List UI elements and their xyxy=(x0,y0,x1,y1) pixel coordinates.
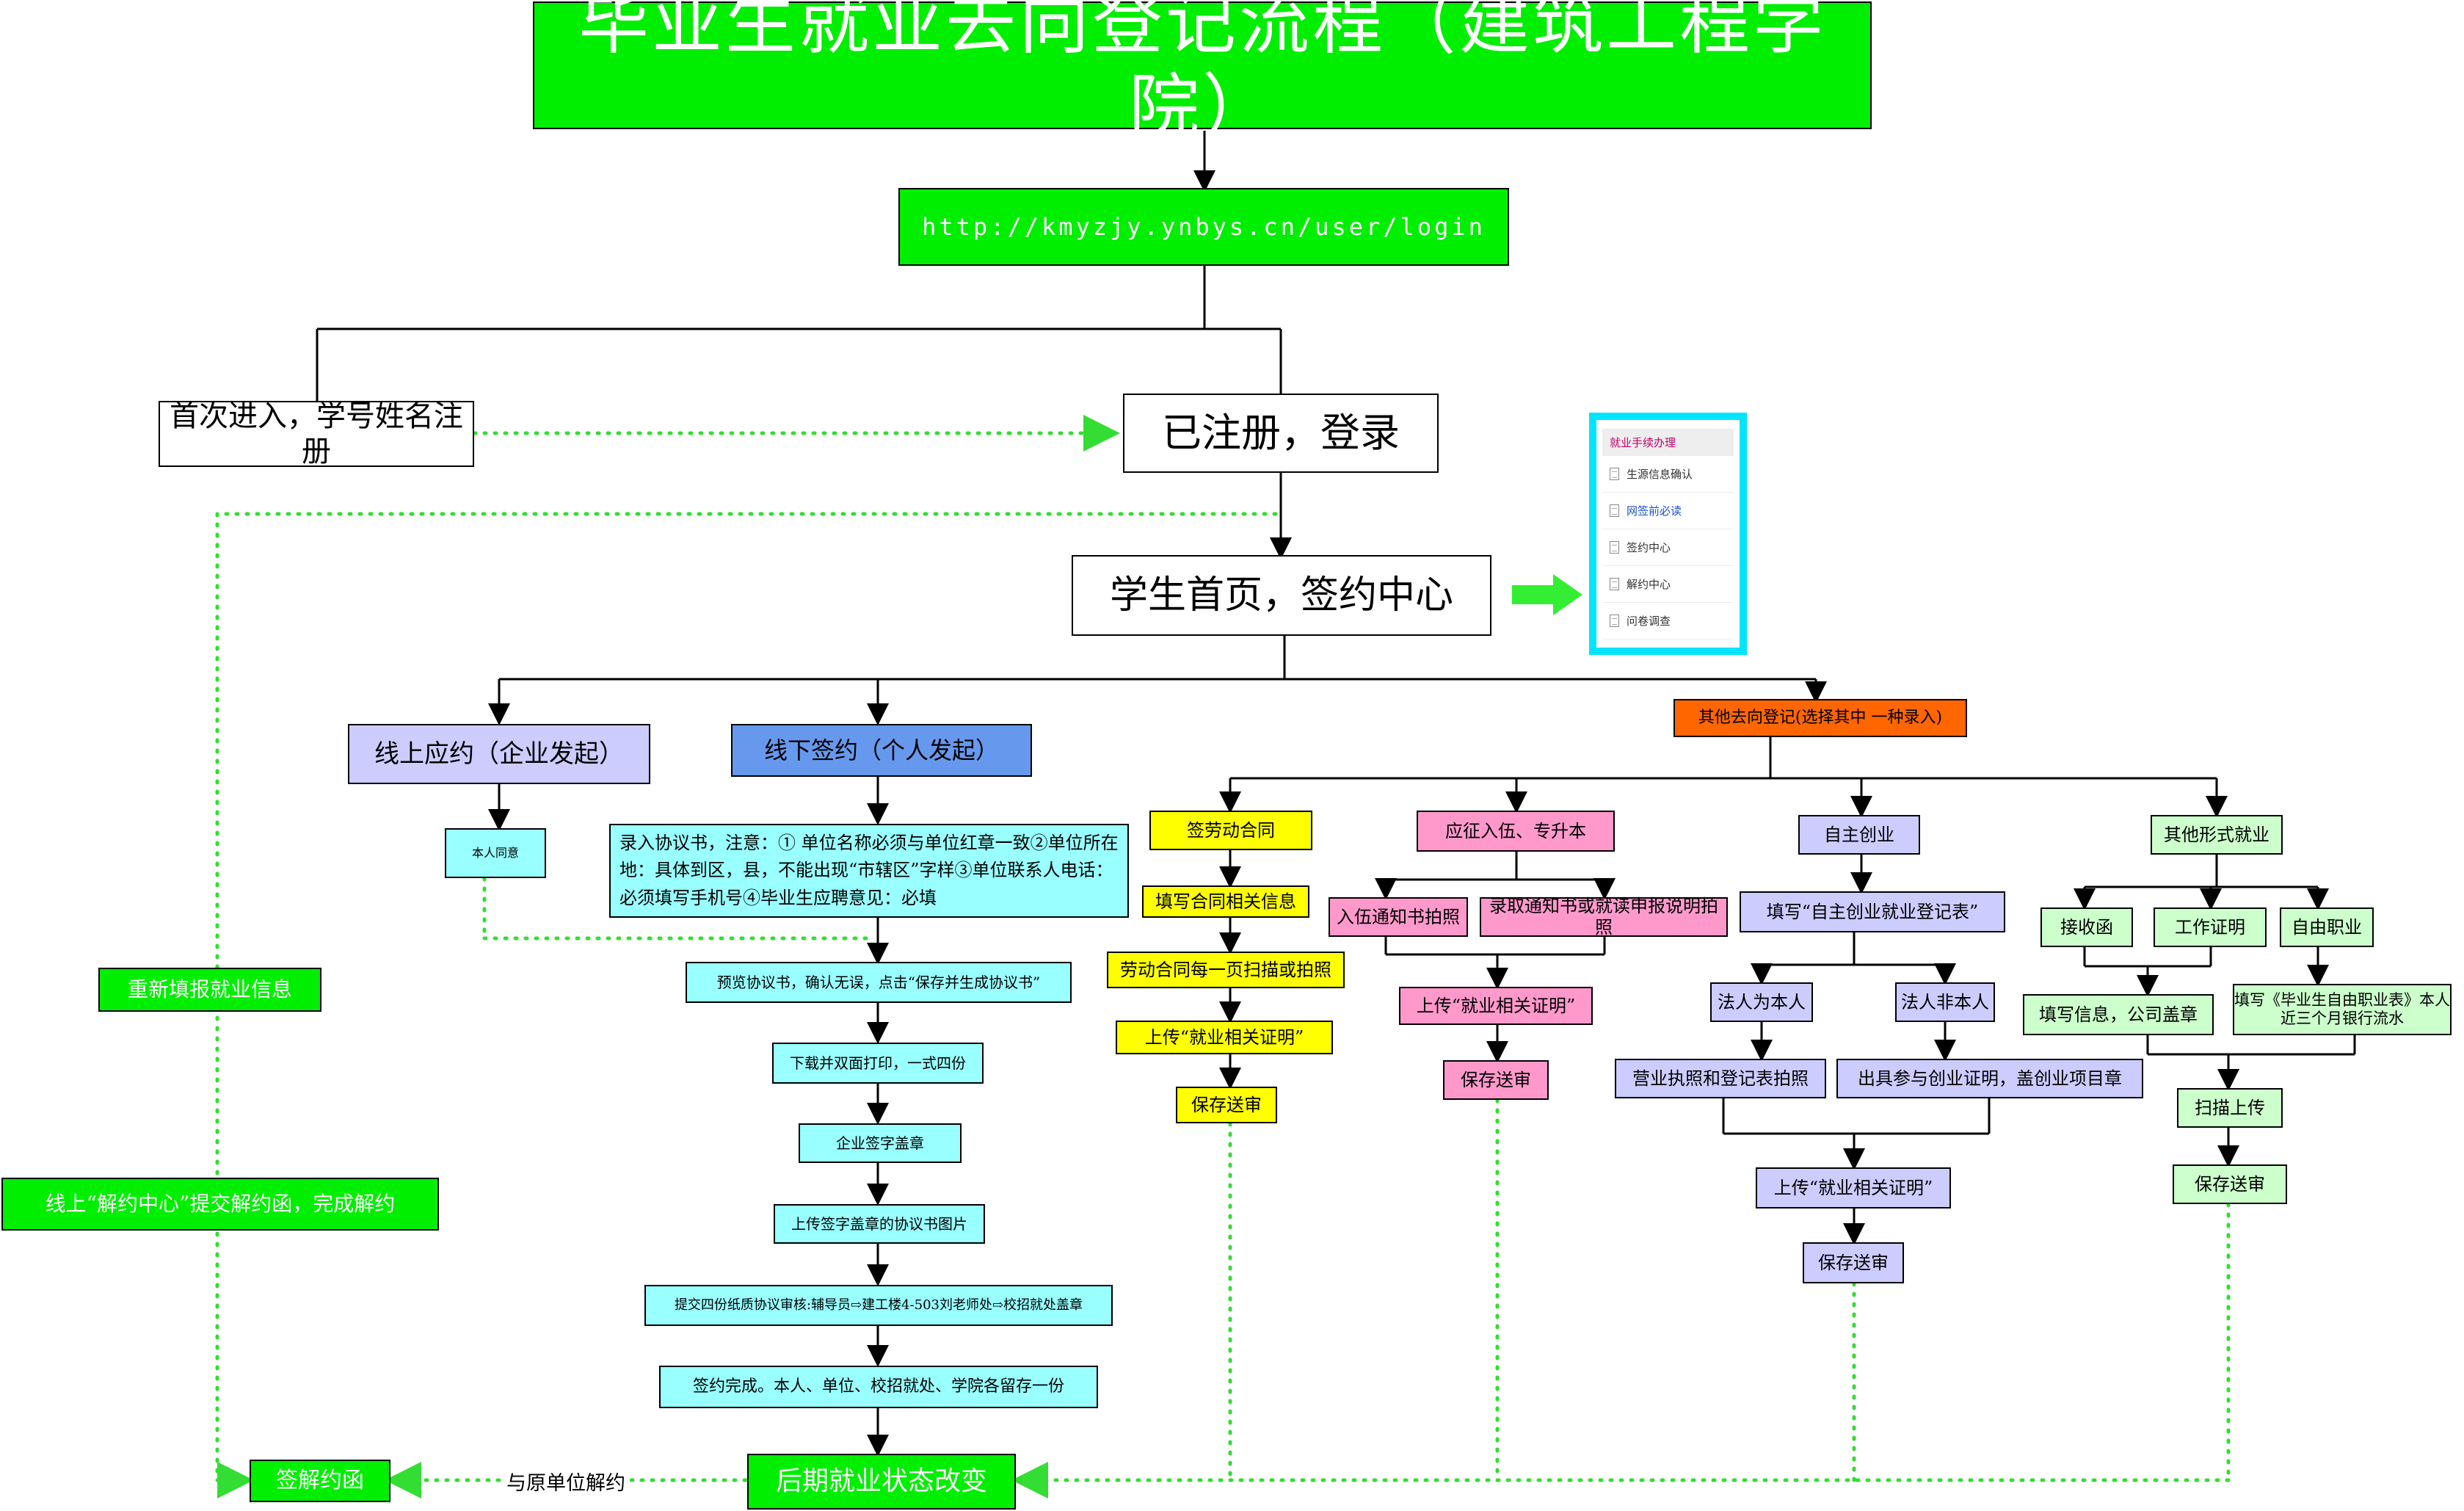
document-icon xyxy=(1610,504,1619,517)
menu-item-termination-center[interactable]: 解约中心 xyxy=(1602,566,1734,603)
license-photo-step: 营业执照和登记表拍照 xyxy=(1615,1059,1826,1098)
login-url-link[interactable]: http://kmyzjy.ynbys.cn/user/login xyxy=(898,188,1509,266)
freelance-form-step: 填写《毕业生自由职业表》本人近三个月银行流水 xyxy=(2233,984,2452,1035)
later-status-change-box: 后期就业状态改变 xyxy=(747,1454,1016,1510)
arrow-right-icon xyxy=(1512,574,1582,615)
self-agree-box: 本人同意 xyxy=(445,828,546,878)
submit-paper-agreement-step: 提交四份纸质协议审核:辅导员⇨建工楼4-503刘老师处⇨校招就处盖章 xyxy=(644,1285,1113,1326)
online-offer-box: 线上应约（企业发起） xyxy=(348,724,650,784)
scan-upload-step: 扫描上传 xyxy=(2177,1088,2283,1128)
labor-upload-step: 上传“就业相关证明” xyxy=(1116,1021,1333,1054)
fill-info-stamp-step: 填写信息，公司盖章 xyxy=(2023,994,2214,1035)
menu-item-presign-notes[interactable]: 网签前必读 xyxy=(1602,493,1734,529)
freelance-box: 自由职业 xyxy=(2280,907,2374,947)
offline-sign-box: 线下签约（个人发起） xyxy=(731,724,1032,777)
refill-employment-info-box: 重新填报就业信息 xyxy=(98,968,321,1012)
download-print-step: 下载并双面打印，一式四份 xyxy=(772,1043,984,1084)
legal-other-box: 法人非本人 xyxy=(1895,982,1995,1022)
termination-letter-box: 签解约函 xyxy=(250,1460,390,1502)
army-upload-step: 上传“就业相关证明” xyxy=(1399,987,1593,1025)
document-icon xyxy=(1610,578,1619,590)
startup-form-step: 填写“自主创业就业登记表” xyxy=(1740,891,2005,932)
legal-self-box: 法人为本人 xyxy=(1710,982,1813,1022)
misc-save-step: 保存送审 xyxy=(2173,1164,2287,1204)
menu-item-survey[interactable]: 问卷调查 xyxy=(1602,603,1734,639)
agreement-entry-notes: 录入协议书，注意：① 单位名称必须与单位红章一致②单位所在地：具体到区，县，不能… xyxy=(609,824,1129,918)
menu-header: 就业手续办理 xyxy=(1602,429,1734,456)
startup-proof-step: 出具参与创业证明，盖创业项目章 xyxy=(1836,1059,2143,1098)
army-upgrade-box: 应征入伍、专升本 xyxy=(1417,811,1615,852)
labor-contract-box: 签劳动合同 xyxy=(1149,811,1312,850)
student-home-signing-center: 学生首页，签约中心 xyxy=(1072,555,1491,636)
labor-fill-info-step: 填写合同相关信息 xyxy=(1142,885,1309,918)
online-termination-center-box: 线上“解约中心”提交解约函，完成解约 xyxy=(1,1178,439,1231)
first-entry-register-box: 首次进入，学号姓名注册 xyxy=(159,399,474,468)
upload-agreement-step: 上传签字盖章的协议书图片 xyxy=(774,1204,985,1244)
startup-upload-step: 上传“就业相关证明” xyxy=(1756,1167,1951,1209)
other-destination-box: 其他去向登记(选择其中 一种录入) xyxy=(1673,699,1967,737)
employer-stamp-step: 企业签字盖章 xyxy=(799,1123,962,1163)
work-proof-box: 工作证明 xyxy=(2154,907,2267,947)
receipt-letter-box: 接收函 xyxy=(2040,907,2133,947)
army-save-step: 保存送审 xyxy=(1443,1060,1549,1100)
admission-notice-photo: 录取通知书或就读申报说明拍照 xyxy=(1480,896,1728,938)
terminate-with-employer-label: 与原单位解约 xyxy=(502,1467,630,1496)
preview-agreement-step: 预览协议书，确认无误，点击“保存并生成协议书” xyxy=(686,962,1072,1003)
labor-scan-step: 劳动合同每一页扫描或拍照 xyxy=(1107,952,1345,988)
startup-box: 自主创业 xyxy=(1798,815,1920,855)
signing-complete-step: 签约完成。本人、单位、校招就处、学院各留存一份 xyxy=(659,1366,1098,1408)
signing-menu-panel: 就业手续办理 生源信息确认 网签前必读 签约中心 解约中心 问卷调查 xyxy=(1589,413,1747,655)
login-box: 已注册，登录 xyxy=(1123,394,1439,473)
page-title: 毕业生就业去向登记流程（建筑工程学院） xyxy=(533,0,1872,148)
document-icon xyxy=(1610,541,1619,554)
startup-save-step: 保存送审 xyxy=(1803,1242,1904,1283)
other-employment-box: 其他形式就业 xyxy=(2151,815,2283,855)
army-notice-photo: 入伍通知书拍照 xyxy=(1329,897,1468,937)
menu-item-signing-center[interactable]: 签约中心 xyxy=(1602,529,1734,566)
document-icon xyxy=(1610,468,1619,480)
menu-item-source-info[interactable]: 生源信息确认 xyxy=(1602,456,1734,493)
document-icon xyxy=(1610,615,1619,627)
labor-save-step: 保存送审 xyxy=(1176,1087,1277,1123)
